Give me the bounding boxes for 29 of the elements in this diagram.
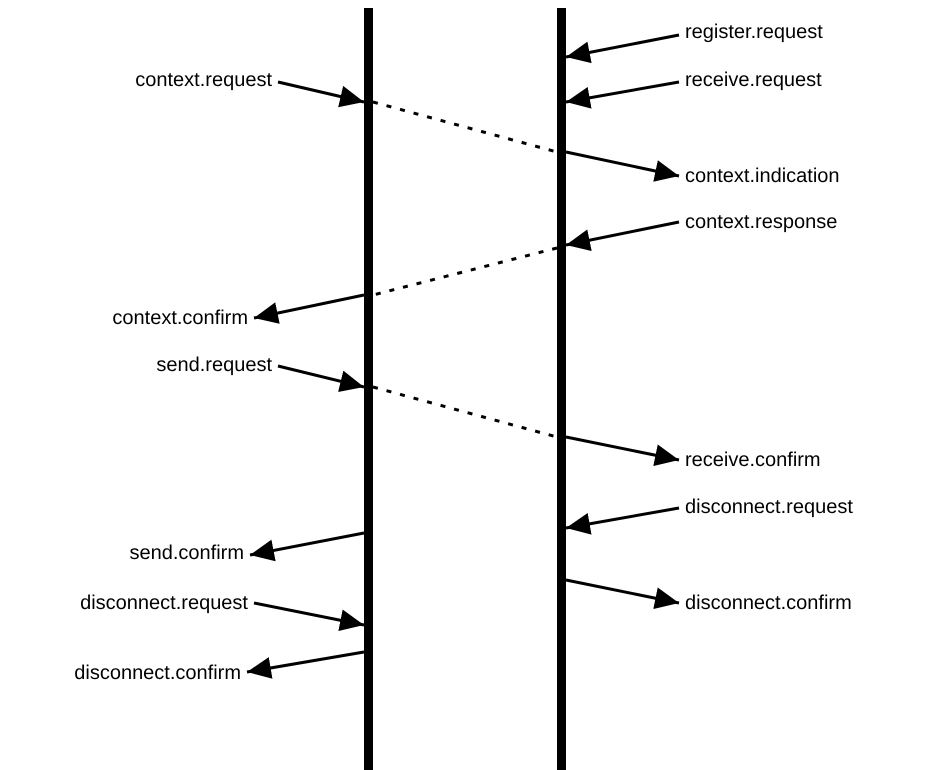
lifeline-bar <box>557 8 566 770</box>
message-label: register.request <box>685 20 823 44</box>
message-label: disconnect.request <box>685 495 853 519</box>
message-label: send.request <box>156 353 272 377</box>
message-label: receive.confirm <box>685 448 821 472</box>
arrow <box>278 364 364 392</box>
message-label: receive.request <box>685 68 822 92</box>
arrow <box>278 80 364 108</box>
arrow <box>566 34 680 64</box>
arrow <box>566 436 680 466</box>
arrow <box>566 150 680 182</box>
message-label: context.confirm <box>112 306 248 330</box>
arrow <box>566 220 680 251</box>
arrow <box>250 532 364 562</box>
message-label: disconnect.confirm <box>74 661 241 685</box>
arrow <box>566 506 680 535</box>
arrow <box>566 578 680 609</box>
message-label: disconnect.request <box>80 591 248 615</box>
arrow <box>254 294 364 324</box>
message-label: context.request <box>135 68 272 92</box>
message-label: send.confirm <box>130 541 244 565</box>
arrow <box>246 650 364 679</box>
lifeline-bar <box>364 8 373 770</box>
message-label: disconnect.confirm <box>685 591 852 615</box>
arrow <box>254 602 364 632</box>
arrow <box>566 80 680 109</box>
dashed-line <box>372 246 558 296</box>
message-label: context.indication <box>685 164 840 188</box>
message-label: context.response <box>685 210 838 234</box>
